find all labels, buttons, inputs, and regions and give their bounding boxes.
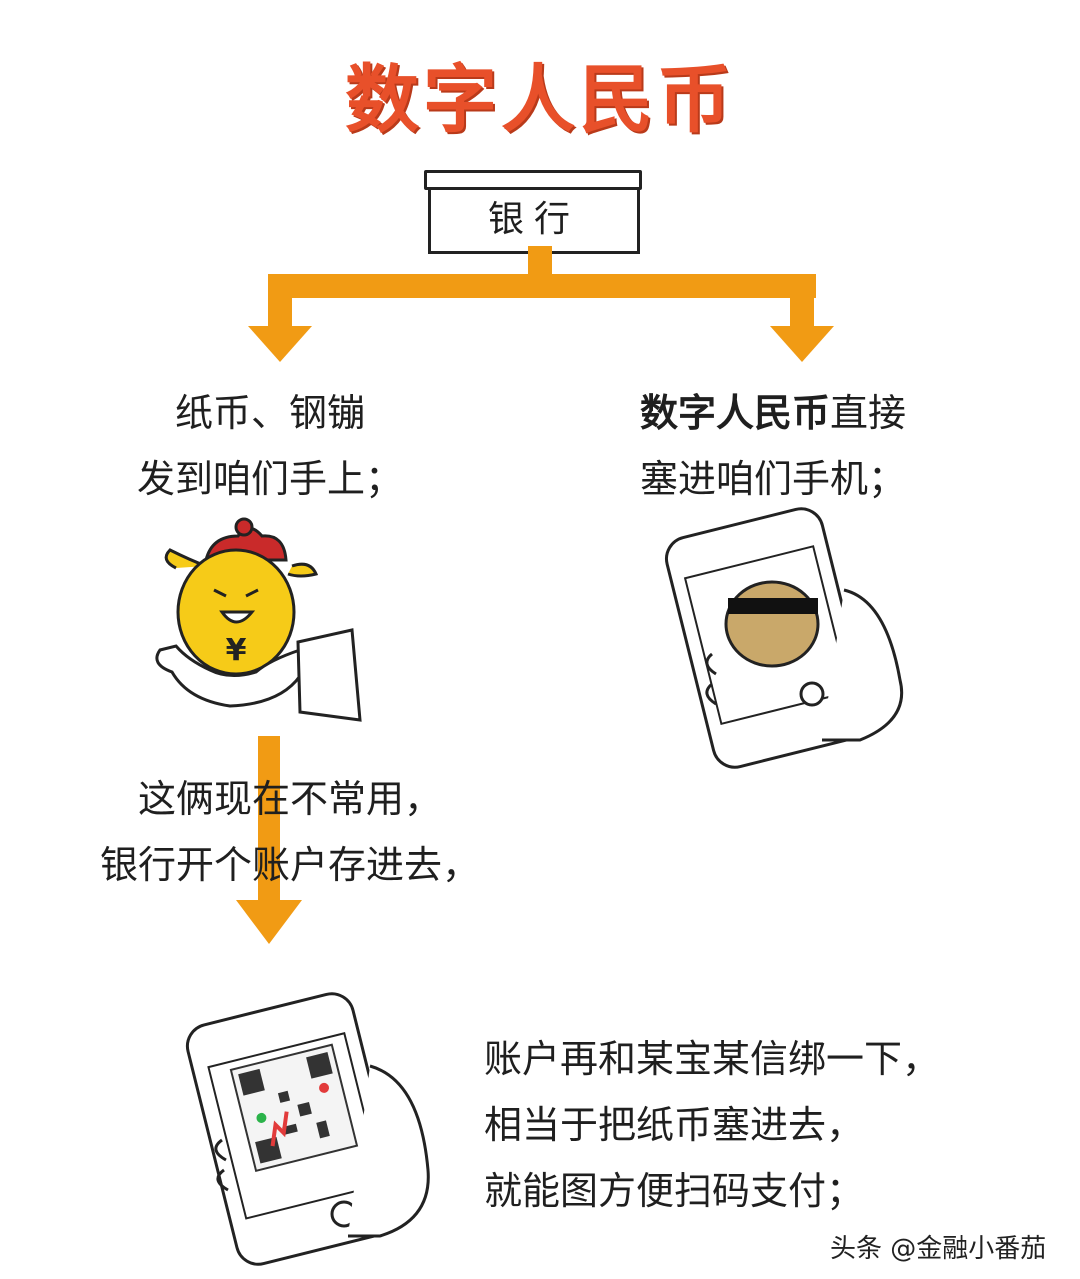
branch-arrows <box>248 246 834 362</box>
phone-with-face-illustration <box>664 507 904 769</box>
pixel-sunglasses-icon <box>728 598 818 614</box>
phone-with-qr-illustration <box>185 992 430 1266</box>
right-text-rest: 直接 <box>830 391 907 435</box>
bottom-text: 账户再和某宝某信绑一下， 相当于把纸币塞进去， 就能图方便扫码支付； <box>484 1026 1004 1224</box>
qr-code-icon <box>229 1043 359 1173</box>
left-text-line-1: 纸币、钢镚 <box>174 391 365 435</box>
right-text-line-2: 塞进咱们手机； <box>640 457 907 501</box>
down-arrow <box>236 736 302 944</box>
bottom-text-line-1: 账户再和某宝某信绑一下， <box>484 1037 941 1081</box>
bank-box-roof <box>424 170 642 190</box>
page-title: 数字人民币 <box>345 57 735 143</box>
coin-yen-symbol: ¥ <box>226 633 247 668</box>
right-text-line-1: 数字人民币直接 <box>640 380 940 446</box>
mid-text-line-2: 银行开个账户存进去， <box>99 843 480 887</box>
right-text-bold: 数字人民币 <box>640 391 831 435</box>
bottom-text-line-2: 相当于把纸币塞进去， <box>484 1103 865 1147</box>
mid-text-line-1: 这俩现在不常用， <box>137 777 442 821</box>
left-branch-text: 纸币、钢镚 发到咱们手上； <box>100 380 440 512</box>
hand-holding-phone <box>822 588 904 742</box>
bank-label: 银行 <box>487 199 580 240</box>
right-branch-text: 数字人民币直接 塞进咱们手机； <box>640 380 940 512</box>
bottom-text-line-3: 就能图方便扫码支付； <box>484 1169 865 1213</box>
middle-text: 这俩现在不常用， 银行开个账户存进去， <box>80 766 500 898</box>
right-arrow-head <box>770 326 834 362</box>
hand-holding-qr-phone <box>348 1064 430 1238</box>
left-arrow-head <box>248 326 312 362</box>
footer-watermark: 头条 @金融小番茄 <box>826 1228 1051 1265</box>
coin-in-hand-illustration: ¥ <box>155 517 362 722</box>
sleeve <box>296 628 362 722</box>
face-icon <box>724 580 820 668</box>
left-text-line-2: 发到咱们手上； <box>136 457 403 501</box>
